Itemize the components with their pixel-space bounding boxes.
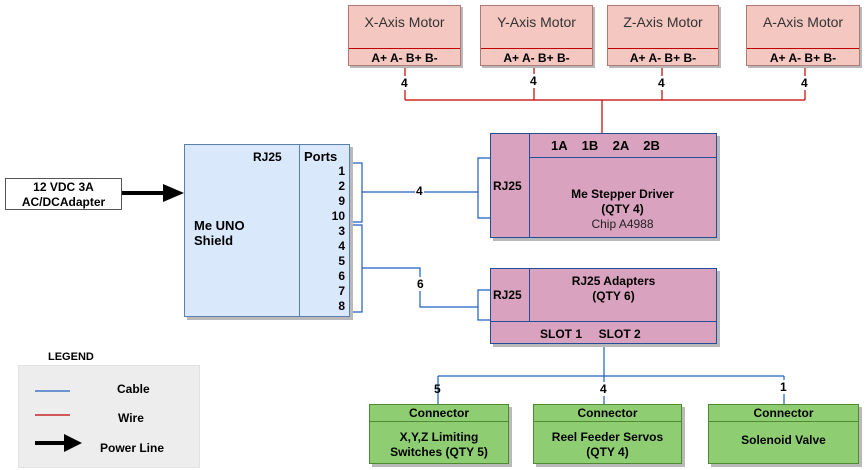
motor-divider <box>349 48 460 49</box>
connector-label-line1: Solenoid Valve <box>741 433 826 447</box>
port-number: 5 <box>338 254 345 268</box>
wire-count-z: 4 <box>658 76 665 90</box>
connector-reel-feeder-servos: Connector Reel Feeder Servos (QTY 4) <box>533 404 682 464</box>
motor-divider <box>481 48 592 49</box>
driver-chip: Chip A4988 <box>591 217 654 231</box>
connector-limit-switches: Connector X,Y,Z Limiting Switches (QTY 5… <box>369 404 509 464</box>
legend: Cable Wire Power Line <box>19 366 199 467</box>
a-axis-motor: A-Axis Motor A+ A- B+ B- <box>746 5 860 66</box>
connector-header: Connector <box>577 406 638 420</box>
shield-title-line2: Shield <box>194 233 234 248</box>
connector-header-divider <box>709 421 858 422</box>
connector-solenoid-valve: Connector Solenoid Valve <box>708 404 859 464</box>
adapter-title: RJ25 Adapters <box>571 274 656 288</box>
connector-label-line2: Switches (QTY 5) <box>390 445 488 459</box>
adapter-rj25-divider <box>529 269 530 321</box>
driver-pin-header: 1A 1B 2A 2B <box>551 138 660 153</box>
motor-name: A-Axis Motor <box>762 14 844 30</box>
legend-title: LEGEND <box>48 351 94 363</box>
ports-list: 1 2 9 10 3 4 5 6 7 8 <box>303 164 345 314</box>
adapter-cable-count: 6 <box>416 277 425 291</box>
motor-pins: A+ A- B+ B- <box>629 51 697 65</box>
port-number: 10 <box>331 209 345 223</box>
connector-count-limit: 5 <box>434 382 441 396</box>
port-number: 1 <box>338 164 345 178</box>
motor-wires <box>404 66 806 133</box>
stepper-cable-count: 4 <box>415 184 424 198</box>
y-axis-motor: Y-Axis Motor A+ A- B+ B- <box>480 5 593 66</box>
me-stepper-driver: RJ25 1A 1B 2A 2B Me Stepper Driver (QTY … <box>490 133 717 238</box>
port-number: 2 <box>338 179 345 193</box>
motor-name: Y-Axis Motor <box>497 14 576 30</box>
port-number: 3 <box>338 224 345 238</box>
rj25-adapters: RJ25 RJ25 Adapters (QTY 6) SLOT 1 SLOT 2 <box>490 268 717 344</box>
port-number: 7 <box>338 284 345 298</box>
adapter-slot-divider <box>491 321 716 322</box>
connector-label-line1: X,Y,Z Limiting <box>399 430 479 444</box>
adapter-rj25-label: RJ25 <box>493 288 522 302</box>
power-label-line1: 12 VDC 3A <box>33 180 94 194</box>
driver-header-divider <box>529 157 716 158</box>
port-number: 6 <box>338 269 345 283</box>
connector-header: Connector <box>753 406 814 420</box>
power-label-line2: AC/DCAdapter <box>21 195 106 209</box>
motor-divider <box>608 48 718 49</box>
motor-divider <box>747 48 859 49</box>
motor-name: Z-Axis Motor <box>623 14 703 30</box>
wire-count-a: 4 <box>801 76 808 90</box>
motor-name: X-Axis Motor <box>364 14 445 30</box>
connector-label-line2: (QTY 4) <box>586 445 629 459</box>
legend-wire-label: Wire <box>118 411 144 425</box>
connector-header-divider <box>370 421 508 422</box>
ports-column-divider <box>299 145 300 316</box>
legend-power-label: Power Line <box>100 441 165 455</box>
motor-pins: A+ A- B+ B- <box>503 51 570 65</box>
connector-header-divider <box>534 421 681 422</box>
connector-header: Connector <box>409 406 469 420</box>
port-number: 4 <box>338 239 345 253</box>
driver-title: Me Stepper Driver <box>571 187 674 201</box>
motor-pins: A+ A- B+ B- <box>769 51 837 65</box>
x-axis-motor: X-Axis Motor A+ A- B+ B- <box>348 5 461 66</box>
adapter-qty: (QTY 6) <box>592 289 635 303</box>
power-line-arrow <box>122 184 184 202</box>
connector-count-solenoid: 1 <box>780 380 787 394</box>
driver-qty: (QTY 4) <box>601 202 644 216</box>
shield-title-line1: Me UNO <box>194 218 245 233</box>
legend-symbols <box>35 390 82 452</box>
ports-label: Ports <box>304 149 338 164</box>
shield-rj25-label: RJ25 <box>253 150 282 164</box>
cables <box>349 157 785 404</box>
legend-cable-label: Cable <box>117 382 150 396</box>
wire-count-y: 4 <box>530 74 537 88</box>
connector-label-line1: Reel Feeder Servos <box>551 430 664 444</box>
driver-rj25-divider <box>529 134 530 237</box>
motor-pins: A+ A- B+ B- <box>371 51 438 65</box>
connector-count-servos: 4 <box>600 382 607 396</box>
power-adapter: 12 VDC 3A AC/DCAdapter <box>5 178 122 210</box>
adapter-slots: SLOT 1 SLOT 2 <box>540 327 641 341</box>
port-number: 8 <box>338 299 345 313</box>
me-uno-shield: RJ25 Me UNO Shield Ports 1 2 9 10 3 4 5 … <box>184 144 350 317</box>
wire-count-x: 4 <box>401 76 408 90</box>
driver-rj25-label: RJ25 <box>493 179 522 193</box>
z-axis-motor: Z-Axis Motor A+ A- B+ B- <box>607 5 719 66</box>
port-number: 9 <box>338 194 345 208</box>
